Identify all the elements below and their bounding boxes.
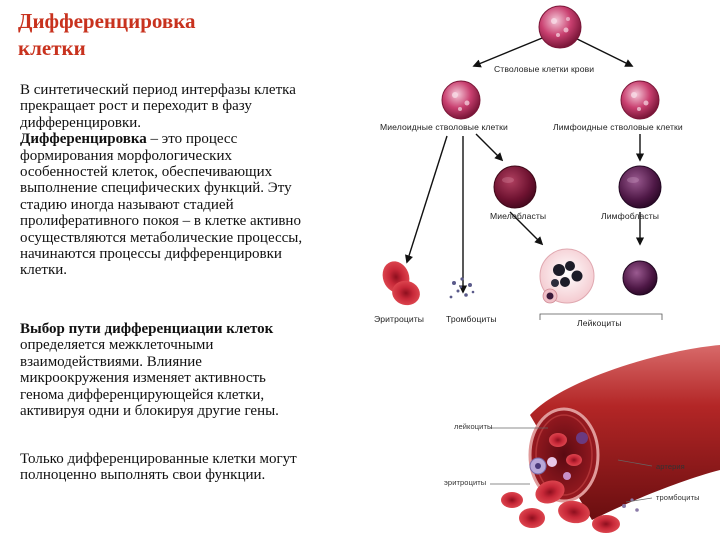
arrows [405, 33, 645, 294]
label-lymphoid-stem: Лимфоидные стволовые клетки [553, 122, 683, 132]
text-line-bold: Выбор пути дифференциации клеток [20, 321, 274, 337]
title-line-1: Дифференцировка [18, 9, 196, 33]
text-line: формирования морфологических [20, 147, 232, 164]
leukocytes-bracket [539, 313, 663, 320]
text-line: особенностей клеток, обеспечивающих [20, 164, 273, 181]
text-line: полноценно выполнять свои функции. [20, 467, 266, 484]
label-erythrocytes: Эритроциты [374, 314, 425, 324]
paragraph-conclusion: Только дифференцированные клетки могут п… [20, 451, 368, 484]
label-myeloid-stem: Миелоидные стволовые клетки [380, 122, 508, 132]
text-line: В синтетический период интерфазы клетка [20, 82, 296, 98]
label-vessel-leukocytes: лейкоциты [454, 422, 493, 431]
text-line: выполнение специфических функций. Эту [20, 180, 292, 197]
term-definition: – это процесс [146, 131, 238, 148]
label-platelets: Тромбоциты [446, 314, 497, 324]
text-line: начинаются процессы дифференцировки [20, 246, 282, 263]
text-line: дифференцировки. [20, 114, 142, 131]
text-line: Дифференцировка – это процесс [20, 131, 368, 147]
label-stem-cells: Стволовые клетки крови [494, 64, 595, 74]
granulocytes-drawing [539, 248, 595, 304]
label-vessel-artery: артерия [656, 462, 685, 471]
text-line: пролиферативного покоя – в клетке активн… [20, 213, 301, 230]
label-vessel-erythrocytes: эритроциты [444, 478, 487, 487]
lymphocyte-cell [622, 260, 658, 296]
text-line: определяется межклеточными [20, 337, 214, 354]
myeloid-stem-cell [441, 80, 481, 120]
title-line-2: клетки [18, 36, 86, 60]
label-leukocytes: Лейкоциты [577, 318, 622, 328]
label-myeloblasts: Миелобласты [490, 211, 547, 221]
label-vessel-platelets: тромбоциты [656, 493, 700, 502]
text-line: генома дифференцирующейся клетки, [20, 386, 265, 403]
blood-vessel-drawing [501, 345, 720, 533]
lymphoblast-cell [618, 165, 662, 209]
text-line: Только дифференцированные клетки могут [20, 451, 297, 467]
text-line: клетки. [20, 262, 68, 279]
paragraph-differentiation: В синтетический период интерфазы клетка … [20, 82, 368, 279]
figure-drawing [382, 5, 720, 533]
lymphoid-stem-cell [620, 80, 660, 120]
vessel-leader-lines [490, 427, 653, 503]
text-line: осуществляются метаболические процессы, [20, 229, 303, 246]
stem-cell [538, 5, 582, 49]
label-lymphoblasts: Лимфобласты [601, 211, 660, 221]
text-line: активируя одни и блокируя другие гены. [20, 403, 279, 420]
term-bold: Дифференцировка [20, 131, 147, 148]
text-line: взаимодействиями. Влияние [20, 353, 202, 370]
platelets-drawing [449, 277, 475, 299]
erythrocytes-drawing [382, 261, 420, 306]
paragraph-pathway-choice: Выбор пути дифференциации клеток определ… [20, 321, 368, 419]
myeloblast-cell [493, 165, 537, 209]
text-line: микроокружения изменяет активность [20, 370, 266, 387]
hematopoiesis-figure: Стволовые клетки крови Миелоидные стволо… [362, 0, 720, 540]
slide-title: Дифференцировка клетки [18, 8, 338, 62]
text-line: прекращает рост и переходит в фазу [20, 98, 252, 115]
text-line: стадию иногда называют стадией [20, 196, 234, 213]
